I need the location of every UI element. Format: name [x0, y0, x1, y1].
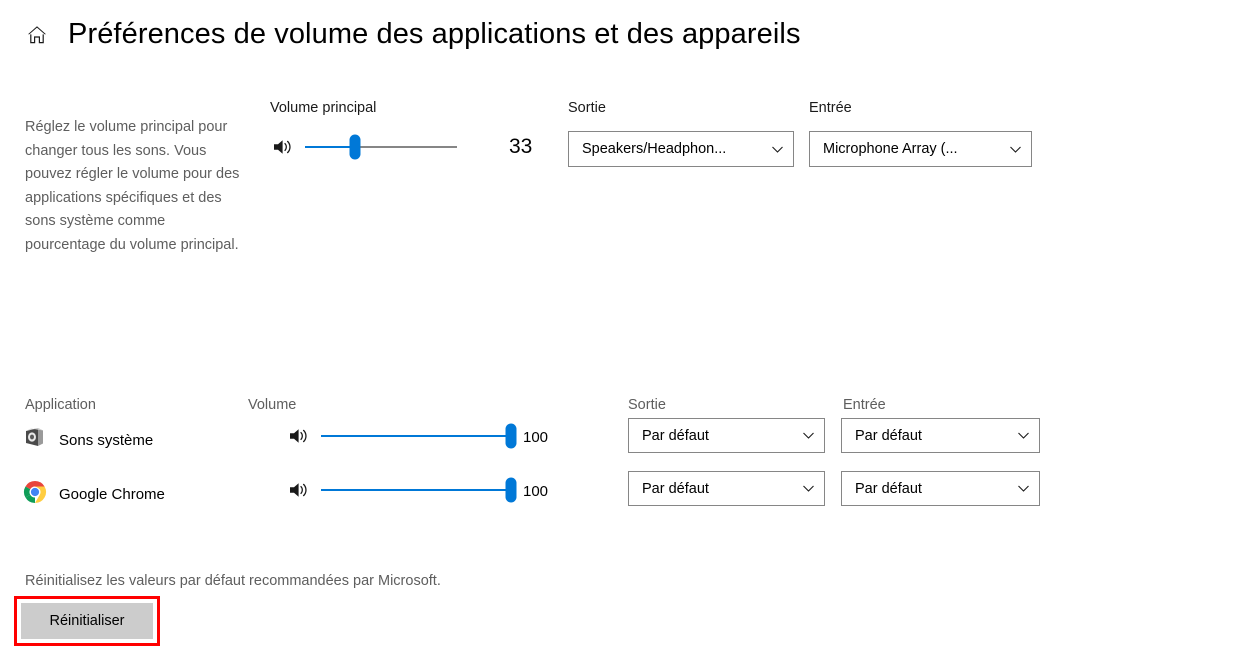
- app-output-value: Par défaut: [642, 427, 709, 444]
- chevron-down-icon: [1009, 143, 1022, 156]
- chevron-down-icon: [802, 482, 815, 495]
- master-volume-value: 33: [509, 135, 533, 158]
- column-header-input: Entrée: [843, 397, 886, 413]
- master-input-dropdown[interactable]: Microphone Array (...: [809, 131, 1032, 167]
- master-output-value: Speakers/Headphon...: [582, 141, 727, 157]
- reset-button[interactable]: Réinitialiser: [21, 603, 153, 639]
- page-description: Réglez le volume principal pour changer …: [25, 119, 240, 253]
- app-volume-slider[interactable]: [288, 423, 517, 449]
- system-sounds-icon: [23, 425, 47, 449]
- master-output-dropdown[interactable]: Speakers/Headphon...: [568, 131, 794, 167]
- app-input-dropdown[interactable]: Par défaut: [841, 471, 1040, 506]
- slider-track-fill: [321, 435, 511, 437]
- app-input-dropdown[interactable]: Par défaut: [841, 418, 1040, 453]
- slider-track[interactable]: [321, 423, 517, 449]
- chevron-down-icon: [771, 143, 784, 156]
- slider-thumb[interactable]: [505, 423, 517, 449]
- app-input-value: Par défaut: [855, 480, 922, 497]
- chevron-down-icon: [1017, 482, 1030, 495]
- slider-thumb[interactable]: [349, 134, 361, 160]
- app-input-value: Par défaut: [855, 427, 922, 444]
- app-volume-value: 100: [523, 429, 549, 446]
- speaker-icon: [288, 425, 312, 447]
- master-input-label: Entrée: [809, 100, 852, 116]
- reset-button-highlight: [14, 596, 160, 646]
- google-chrome-icon: [23, 480, 47, 504]
- column-header-output: Sortie: [628, 397, 666, 413]
- column-header-volume: Volume: [248, 397, 297, 413]
- app-output-dropdown[interactable]: Par défaut: [628, 471, 825, 506]
- column-header-application: Application: [25, 397, 96, 413]
- slider-track[interactable]: [321, 477, 517, 503]
- speaker-icon: [272, 136, 296, 158]
- home-icon[interactable]: [24, 22, 50, 48]
- slider-track-fill: [305, 146, 356, 148]
- speaker-icon: [288, 479, 312, 501]
- slider-track[interactable]: [305, 134, 457, 160]
- master-input-value: Microphone Array (...: [823, 141, 958, 157]
- app-volume-value: 100: [523, 483, 549, 500]
- slider-track-background: [305, 146, 457, 148]
- app-volume-slider[interactable]: [288, 477, 517, 503]
- chevron-down-icon: [1017, 429, 1030, 442]
- slider-track-fill: [321, 489, 511, 491]
- app-output-value: Par défaut: [642, 480, 709, 497]
- app-name: Google Chrome: [59, 486, 165, 503]
- page-header: Préférences de volume des applications e…: [24, 18, 801, 51]
- page-title: Préférences de volume des applications e…: [68, 18, 801, 50]
- master-volume-slider[interactable]: [272, 134, 457, 160]
- reset-description: Réinitialisez les valeurs par défaut rec…: [25, 573, 441, 589]
- slider-thumb[interactable]: [505, 477, 517, 503]
- app-name: Sons système: [59, 432, 154, 449]
- master-volume-label: Volume principal: [270, 100, 377, 116]
- app-output-dropdown[interactable]: Par défaut: [628, 418, 825, 453]
- chevron-down-icon: [802, 429, 815, 442]
- master-output-label: Sortie: [568, 100, 606, 116]
